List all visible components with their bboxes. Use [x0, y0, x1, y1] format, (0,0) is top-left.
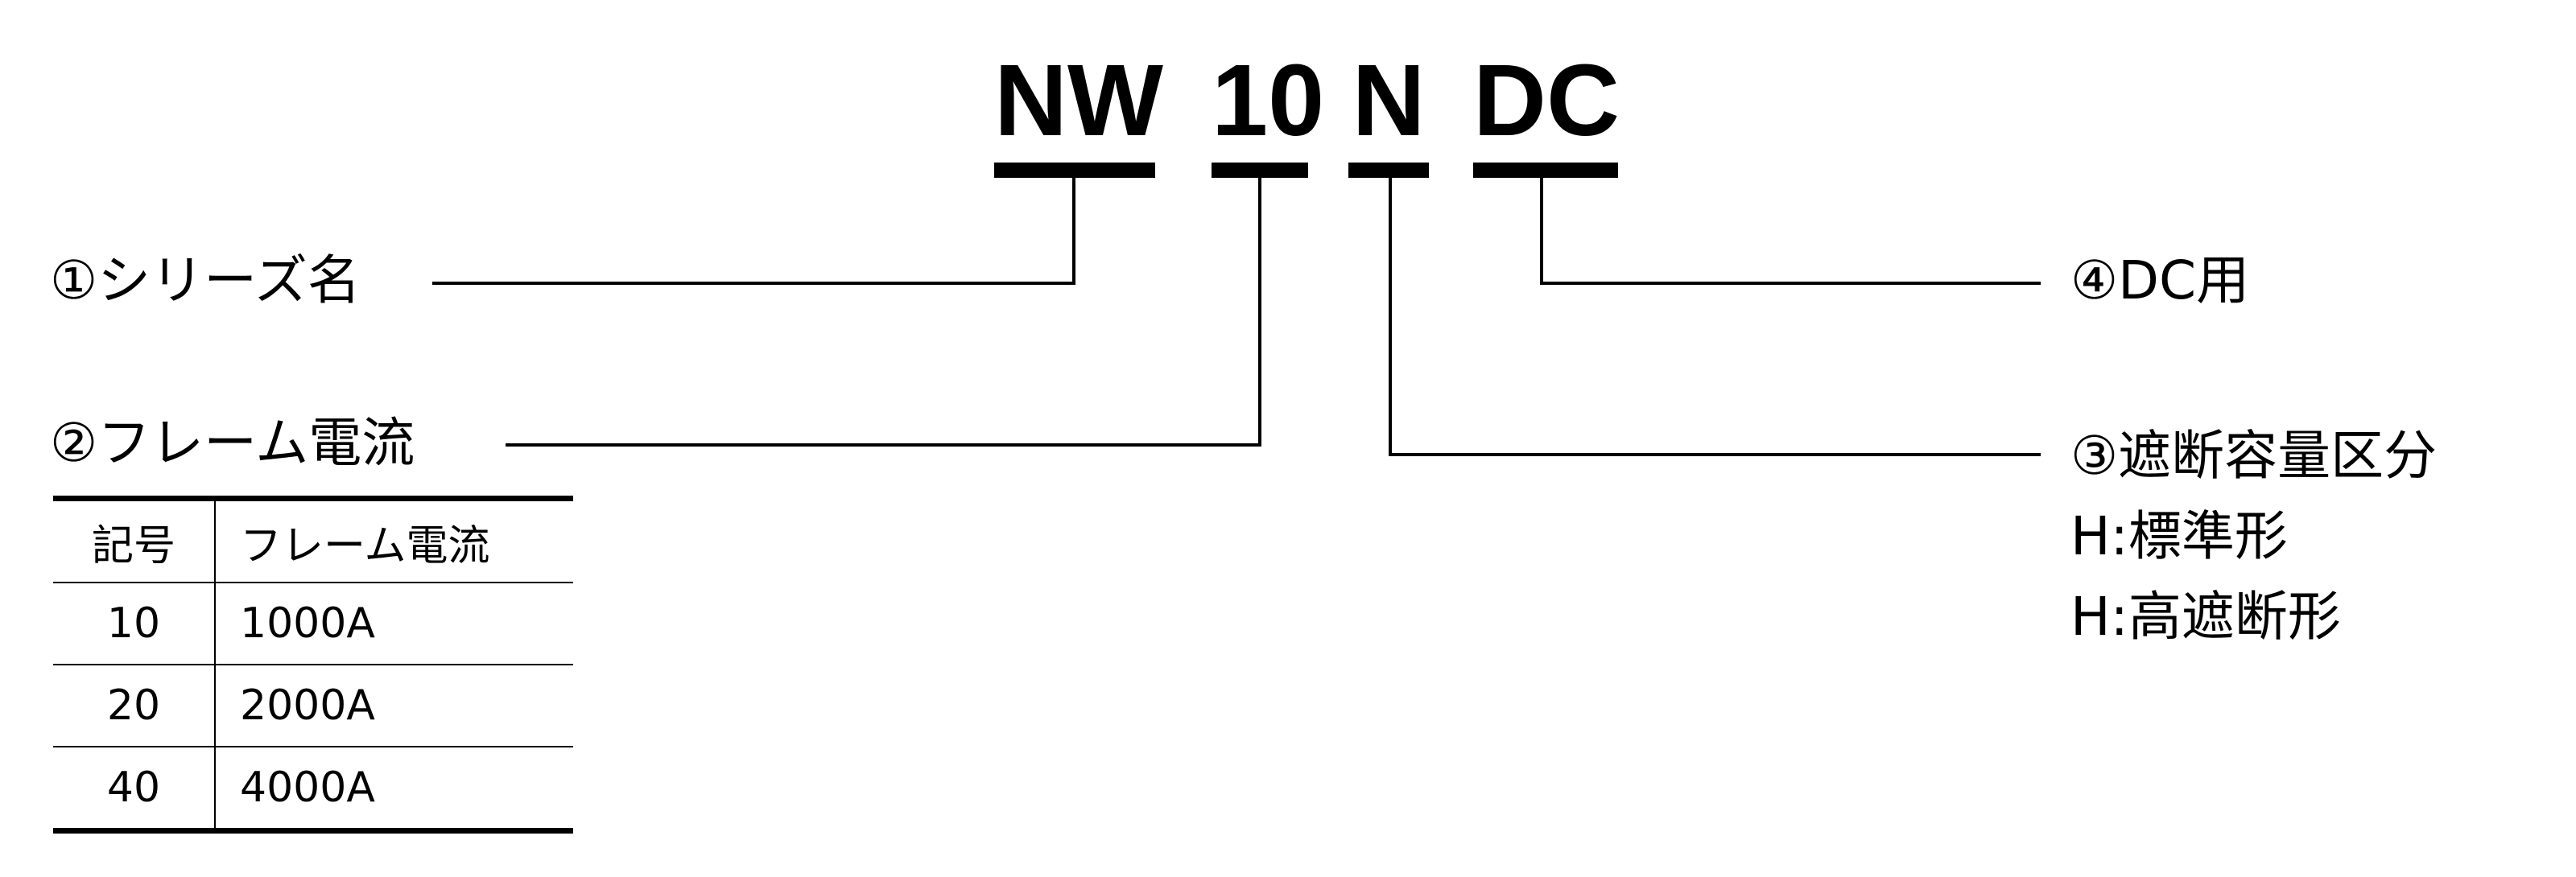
cell-symbol: 40 [53, 747, 216, 834]
dc-leader-horizontal [1540, 282, 2041, 285]
header-frame-current: フレーム電流 [215, 496, 573, 583]
cell-symbol: 10 [53, 583, 216, 665]
code-series: NW [994, 43, 1163, 157]
frame-leader-horizontal [506, 443, 1261, 447]
series-name-label: ①シリーズ名 [50, 249, 361, 311]
frame-current-table: 記号 フレーム電流 10 1000A 20 2000A 40 4000A [53, 496, 573, 834]
table-row: 10 1000A [53, 583, 573, 665]
breaking-high-label: H:高遮断形 [2070, 586, 2341, 648]
frame-leader-vertical [1258, 177, 1261, 447]
cell-frame-current: 4000A [215, 747, 573, 834]
breaking-underline [1348, 163, 1429, 178]
code-frame: 10 [1212, 43, 1325, 157]
breaking-leader-vertical [1389, 177, 1392, 456]
dc-leader-vertical [1540, 177, 1543, 284]
series-leader-vertical [1072, 177, 1075, 284]
code-dc: DC [1473, 43, 1620, 157]
header-symbol: 記号 [53, 496, 216, 583]
cell-frame-current: 1000A [215, 583, 573, 665]
breaking-capacity-label: ③遮断容量区分 [2070, 425, 2438, 487]
dc-use-label: ④DC用 [2070, 249, 2250, 311]
breaking-leader-horizontal [1389, 453, 2041, 456]
table-row: 40 4000A [53, 747, 573, 834]
frame-current-label: ②フレーム電流 [50, 412, 415, 474]
series-leader-horizontal [432, 282, 1075, 285]
table-header-row: 記号 フレーム電流 [53, 496, 573, 583]
code-breaking: N [1352, 43, 1426, 157]
series-underline [994, 163, 1155, 178]
breaking-standard-label: H:標準形 [2070, 505, 2288, 567]
dc-underline [1473, 163, 1618, 178]
table-row: 20 2000A [53, 665, 573, 747]
frame-underline [1212, 163, 1308, 178]
cell-symbol: 20 [53, 665, 216, 747]
cell-frame-current: 2000A [215, 665, 573, 747]
